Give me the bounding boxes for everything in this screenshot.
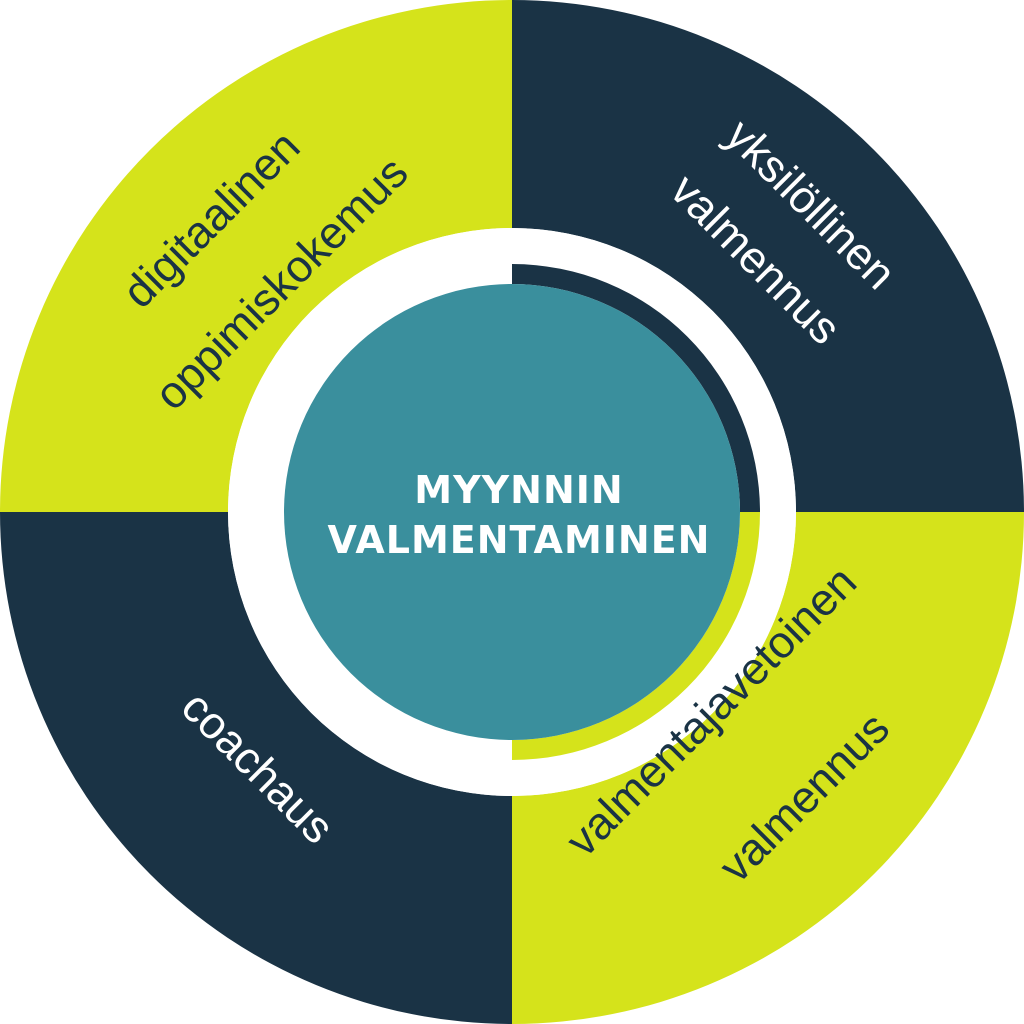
center-circle (284, 284, 740, 740)
center-title-line-2: VALMENTAMINEN (328, 518, 711, 562)
center-title-line-1: MYYNNIN (414, 468, 623, 512)
inner-ring-top-right (512, 264, 760, 512)
segment-individual-coaching (512, 0, 1024, 512)
segment-trainer-led-coaching (512, 512, 1024, 1024)
segment-coaching (0, 512, 512, 1024)
inner-ring-bottom-right (512, 512, 760, 760)
segment-digital-learning (0, 0, 512, 512)
